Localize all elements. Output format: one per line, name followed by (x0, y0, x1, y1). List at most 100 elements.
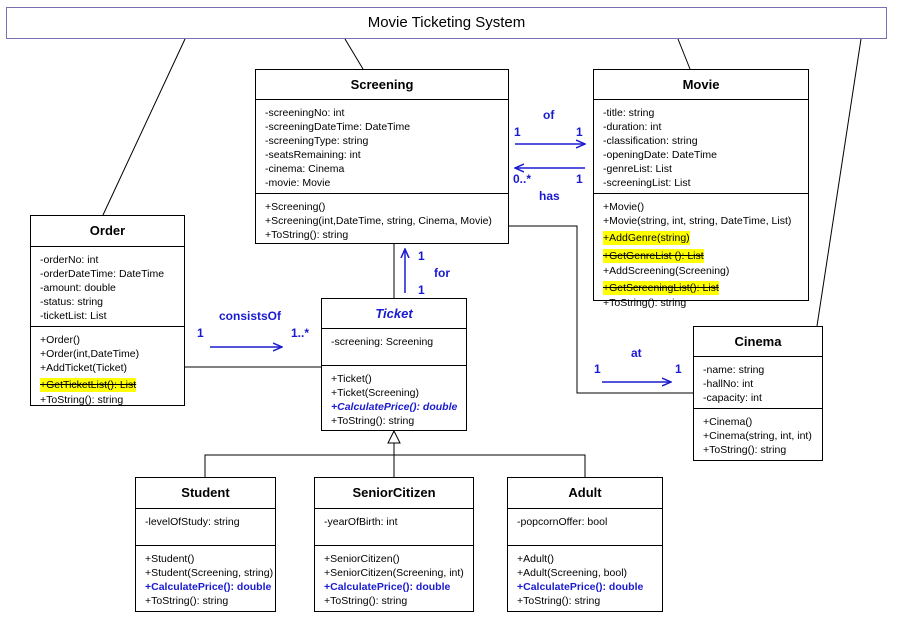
attribute: -screeningType: string (265, 135, 369, 147)
method: +ToString(): string (265, 229, 349, 241)
override-method: +CalculatePrice(): double (517, 581, 644, 593)
order-class: Order -orderNo: int -orderDateTime: Date… (30, 215, 185, 406)
adult-methods: +Adult() +Adult(Screening, bool) +Calcul… (508, 546, 662, 608)
movie-class: Movie -title: string -duration: int -cla… (593, 69, 809, 309)
attribute: -hallNo: int (703, 378, 754, 390)
screening-methods: +Screening() +Screening(int,DateTime, st… (256, 194, 508, 242)
order-methods: +Order() +Order(int,DateTime) +AddTicket… (31, 327, 184, 407)
method-removed: +GetScreeningList(): List (603, 281, 719, 295)
attribute: -title: string (603, 107, 655, 119)
association-label-at: at (631, 346, 642, 360)
attribute: -amount: double (40, 282, 116, 294)
adult-class-name: Adult (508, 478, 662, 509)
method-removed: +GetTicketList(): List (40, 378, 137, 392)
adult-attributes: -popcornOffer: bool (508, 509, 662, 546)
ticket-class: Ticket -screening: Screening +Ticket() +… (321, 298, 467, 431)
override-method: +CalculatePrice(): double (145, 581, 272, 593)
inheritance-triangle (387, 429, 401, 444)
attribute: -screeningNo: int (265, 107, 345, 119)
multiplicity: 0..* (513, 172, 532, 186)
attribute: -ticketList: List (40, 310, 107, 322)
association-label-for: for (434, 266, 450, 280)
attribute: -genreList: List (603, 163, 672, 175)
method: +ToString(): string (40, 394, 124, 406)
method: +Ticket(Screening) (331, 387, 420, 399)
attribute: -levelOfStudy: string (145, 516, 240, 528)
movie-class-name: Movie (594, 70, 808, 100)
method: +Movie(string, int, string, DateTime, Li… (603, 215, 792, 227)
attribute: -capacity: int (703, 392, 762, 404)
multiplicity: 1..* (291, 326, 310, 340)
multiplicity: 1 (594, 362, 601, 376)
method-highlighted: +AddGenre(string) (603, 231, 690, 245)
title-link-movie (677, 38, 691, 70)
cinema-class-name: Cinema (694, 327, 822, 357)
student-class-name: Student (136, 478, 275, 509)
method: +Screening() (265, 201, 326, 213)
association-label-of: of (543, 108, 555, 122)
method: +ToString(): string (145, 595, 229, 607)
attribute: -seatsRemaining: int (265, 149, 361, 161)
title-link-cinema (816, 38, 862, 327)
student-methods: +Student() +Student(Screening, string) +… (136, 546, 275, 608)
method: +ToString(): string (324, 595, 408, 607)
attribute: -movie: Movie (265, 177, 331, 189)
cinema-attributes: -name: string -hallNo: int -capacity: in… (694, 357, 822, 409)
method: +Student(Screening, string) (145, 567, 274, 579)
movie-methods: +Movie() +Movie(string, int, string, Dat… (594, 194, 808, 310)
ticket-attributes: -screening: Screening (322, 329, 466, 366)
cinema-methods: +Cinema() +Cinema(string, int, int) +ToS… (694, 409, 822, 457)
multiplicity: 1 (576, 125, 583, 139)
screening-cinema-line (508, 225, 693, 394)
attribute: -classification: string (603, 135, 698, 147)
method: +AddTicket(Ticket) (40, 362, 128, 374)
method: +Cinema() (703, 416, 753, 428)
movie-attributes: -title: string -duration: int -classific… (594, 100, 808, 194)
multiplicity: 1 (418, 283, 425, 297)
attribute: -popcornOffer: bool (517, 516, 608, 528)
student-attributes: -levelOfStudy: string (136, 509, 275, 546)
method: +ToString(): string (331, 415, 415, 427)
attribute: -openingDate: DateTime (603, 149, 718, 161)
method: +Adult() (517, 553, 555, 565)
attribute: -name: string (703, 364, 765, 376)
senior-citizen-methods: +SeniorCitizen() +SeniorCitizen(Screenin… (315, 546, 473, 608)
method: +Screening(int,DateTime, string, Cinema,… (265, 215, 492, 227)
screening-attributes: -screeningNo: int -screeningDateTime: Da… (256, 100, 508, 194)
attribute: -yearOfBirth: int (324, 516, 398, 528)
attribute: -orderDateTime: DateTime (40, 268, 165, 280)
method: +Ticket() (331, 373, 372, 385)
attribute: -duration: int (603, 121, 662, 133)
method: +Student() (145, 553, 195, 565)
method: +Cinema(string, int, int) (703, 430, 812, 442)
title-link-order (102, 38, 186, 216)
override-method: +CalculatePrice(): double (324, 581, 451, 593)
senior-citizen-class: SeniorCitizen -yearOfBirth: int +SeniorC… (314, 477, 474, 612)
multiplicity: 1 (514, 125, 521, 139)
student-class: Student -levelOfStudy: string +Student()… (135, 477, 276, 612)
diagram-title: Movie Ticketing System (6, 7, 887, 39)
method: +SeniorCitizen(Screening, int) (324, 567, 464, 579)
abstract-method: +CalculatePrice(): double (331, 401, 458, 413)
screening-class-name: Screening (256, 70, 508, 100)
attribute: -screeningDateTime: DateTime (265, 121, 411, 133)
cinema-class: Cinema -name: string -hallNo: int -capac… (693, 326, 823, 461)
attribute: -cinema: Cinema (265, 163, 345, 175)
title-link-screening (344, 38, 364, 70)
attribute: -orderNo: int (40, 254, 99, 266)
ticket-methods: +Ticket() +Ticket(Screening) +CalculateP… (322, 366, 466, 428)
multiplicity: 1 (197, 326, 204, 340)
method: +SeniorCitizen() (324, 553, 400, 565)
senior-citizen-attributes: -yearOfBirth: int (315, 509, 473, 546)
inheritance-connector (204, 454, 586, 477)
method: +Order(int,DateTime) (40, 348, 140, 360)
method: +Adult(Screening, bool) (517, 567, 628, 579)
attribute: -status: string (40, 296, 104, 308)
attribute: -screeningList: List (603, 177, 691, 189)
multiplicity: 1 (675, 362, 682, 376)
method: +ToString(): string (603, 297, 687, 309)
method-removed: +GetGenreList (): List (603, 249, 704, 263)
multiplicity: 1 (576, 172, 583, 186)
attribute: -screening: Screening (331, 336, 434, 348)
screening-class: Screening -screeningNo: int -screeningDa… (255, 69, 509, 244)
